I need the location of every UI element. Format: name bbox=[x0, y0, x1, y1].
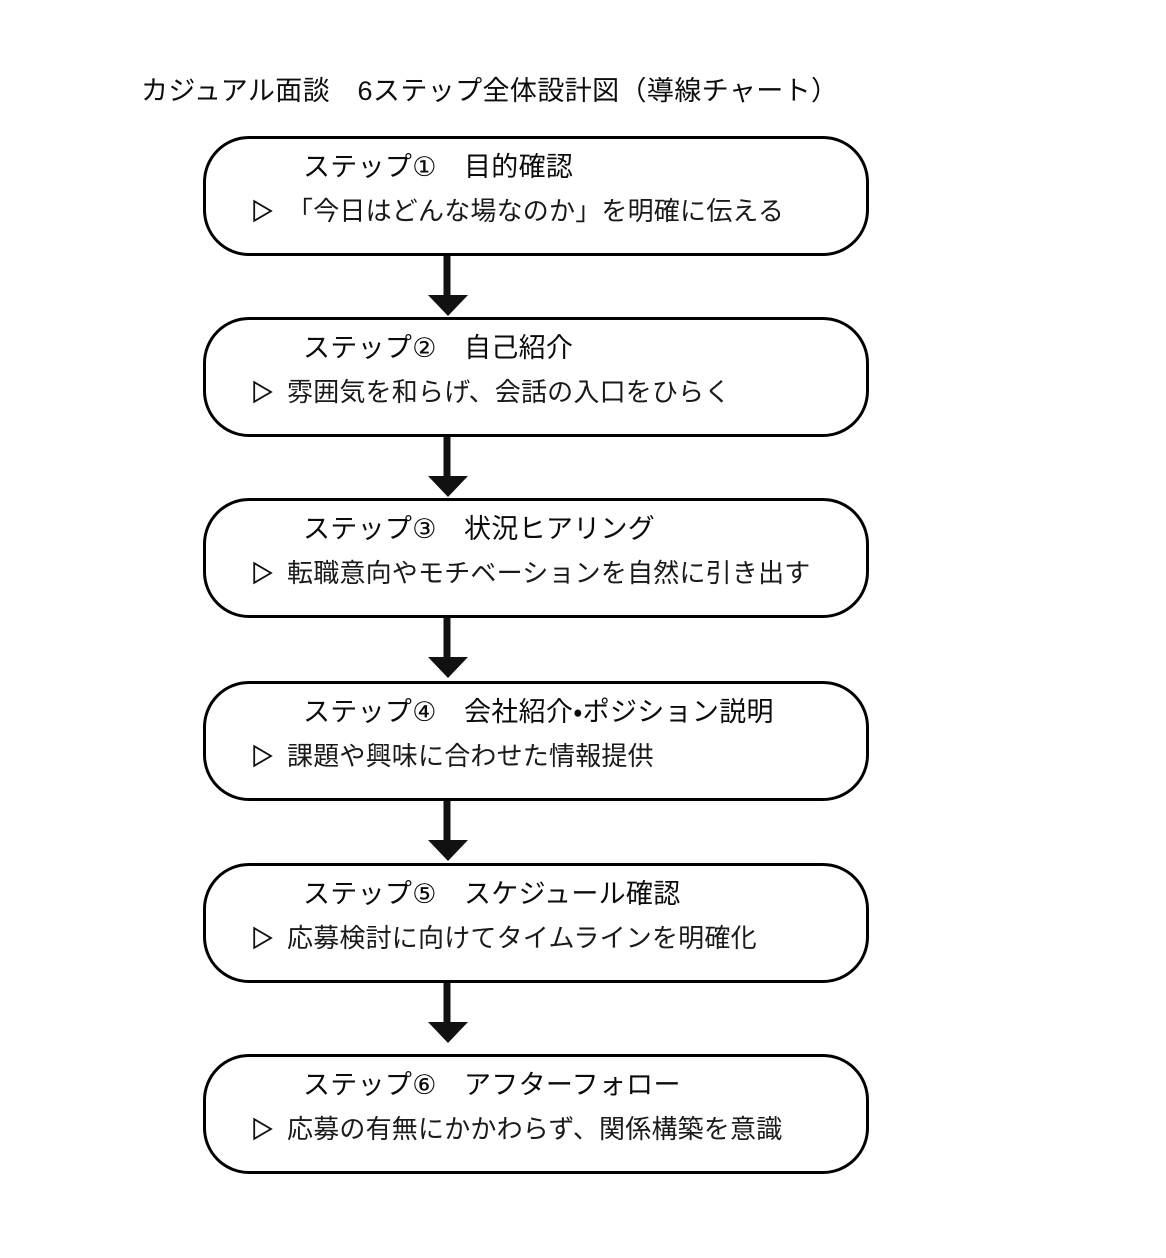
step-4-detail-row: 課題や興味に合わせた情報提供 bbox=[252, 738, 654, 774]
step-1-heading: ステップ① 目的確認 bbox=[303, 152, 574, 182]
bullet-triangle-icon bbox=[253, 380, 273, 404]
page-title: カジュアル面談 6ステップ全体設計図（導線チャート） bbox=[141, 76, 839, 106]
step-2-heading: ステップ② 自己紹介 bbox=[303, 333, 574, 363]
step-4-heading: ステップ④ 会社紹介・ポジション説明 bbox=[303, 697, 774, 727]
step-5-detail-text: 応募検討に向けてタイムラインを明確化 bbox=[287, 923, 757, 953]
flow-node-step-4[interactable]: ステップ④ 会社紹介・ポジション説明 課題や興味に合わせた情報提供 bbox=[203, 681, 869, 801]
step-3-detail-text: 転職意向やモチベーションを自然に引き出す bbox=[287, 558, 811, 588]
step-4-detail-text: 課題や興味に合わせた情報提供 bbox=[287, 741, 654, 771]
connector-arrow-2-to-3 bbox=[428, 437, 468, 497]
flow-node-step-3[interactable]: ステップ③ 状況ヒアリング 転職意向やモチベーションを自然に引き出す bbox=[203, 498, 869, 618]
bullet-triangle-icon bbox=[253, 926, 273, 950]
connector-arrow-3-to-4 bbox=[428, 618, 468, 678]
bullet-triangle-icon bbox=[253, 1117, 273, 1141]
flow-node-step-5[interactable]: ステップ⑤ スケジュール確認 応募検討に向けてタイムラインを明確化 bbox=[203, 863, 869, 983]
flow-node-step-1[interactable]: ステップ① 目的確認 「今日はどんな場なのか」を明確に伝える bbox=[203, 136, 869, 256]
step-1-detail-row: 「今日はどんな場なのか」を明確に伝える bbox=[252, 193, 784, 229]
step-6-detail-row: 応募の有無にかかわらず、関係構築を意識 bbox=[252, 1111, 782, 1147]
step-3-heading: ステップ③ 状況ヒアリング bbox=[303, 514, 656, 544]
connector-arrow-5-to-6 bbox=[428, 983, 468, 1043]
bullet-triangle-icon bbox=[253, 199, 273, 223]
flow-node-step-6[interactable]: ステップ⑥ アフターフォロー 応募の有無にかかわらず、関係構築を意識 bbox=[203, 1054, 869, 1174]
step-6-heading: ステップ⑥ アフターフォロー bbox=[303, 1070, 681, 1100]
connector-arrow-4-to-5 bbox=[428, 801, 468, 861]
step-2-detail-row: 雰囲気を和らげ、会話の入口をひらく bbox=[252, 374, 731, 410]
step-3-detail-row: 転職意向やモチベーションを自然に引き出す bbox=[252, 555, 810, 591]
bullet-triangle-icon bbox=[253, 744, 273, 768]
step-2-detail-text: 雰囲気を和らげ、会話の入口をひらく bbox=[287, 377, 731, 407]
flow-node-step-2[interactable]: ステップ② 自己紹介 雰囲気を和らげ、会話の入口をひらく bbox=[203, 317, 869, 437]
bullet-triangle-icon bbox=[253, 561, 273, 585]
step-5-heading: ステップ⑤ スケジュール確認 bbox=[303, 879, 681, 909]
step-5-detail-row: 応募検討に向けてタイムラインを明確化 bbox=[252, 920, 757, 956]
connector-arrow-1-to-2 bbox=[428, 256, 468, 316]
step-6-detail-text: 応募の有無にかかわらず、関係構築を意識 bbox=[287, 1114, 783, 1144]
step-1-detail-text: 「今日はどんな場なのか」を明確に伝える bbox=[287, 196, 785, 226]
